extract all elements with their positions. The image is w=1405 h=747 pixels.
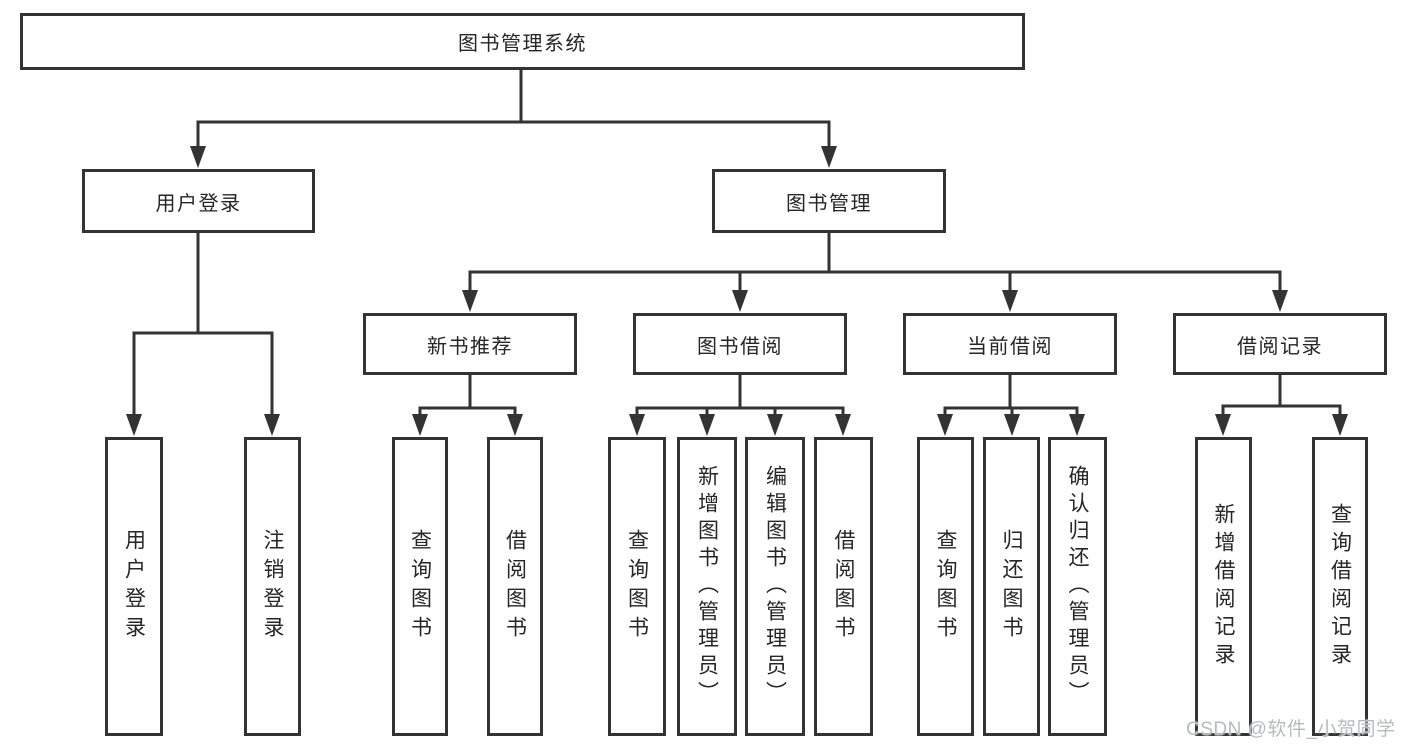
arrowhead-icon [767, 414, 783, 436]
arrowhead-icon [1332, 414, 1348, 436]
arrowhead-icon [821, 146, 837, 168]
node-leaf-current-confirm-admin: 确认归还（管理员） [1048, 437, 1107, 736]
arrowhead-icon [1002, 290, 1018, 312]
arrowhead-icon [699, 414, 715, 436]
arrowhead-icon [629, 414, 645, 436]
node-leaf-user-login: 用户登录 [105, 437, 163, 736]
arrowhead-icon [1004, 414, 1020, 436]
node-leaf-current-query: 查询图书 [917, 437, 974, 736]
node-leaf-borrow-add-admin: 新增图书（管理员） [677, 437, 737, 736]
node-book-management: 图书管理 [712, 169, 946, 233]
node-leaf-borrow-edit-admin: 编辑图书（管理员） [745, 437, 805, 736]
node-new-book-recommend: 新书推荐 [363, 313, 577, 375]
node-leaf-borrow-borrow: 借阅图书 [814, 437, 873, 736]
node-leaf-newbooks-borrow: 借阅图书 [487, 437, 543, 736]
node-current-borrow: 当前借阅 [903, 313, 1117, 375]
node-leaf-newbooks-query: 查询图书 [392, 437, 448, 736]
arrowhead-icon [1215, 414, 1231, 436]
arrowhead-icon [1069, 414, 1085, 436]
node-leaf-records-query: 查询借阅记录 [1312, 437, 1368, 736]
node-leaf-records-add: 新增借阅记录 [1195, 437, 1252, 736]
arrowhead-icon [835, 414, 851, 436]
node-leaf-logout: 注销登录 [244, 437, 301, 736]
arrowhead-icon [507, 414, 523, 436]
arrowhead-icon [264, 414, 280, 436]
arrowhead-icon [190, 146, 206, 168]
arrowhead-icon [732, 290, 748, 312]
arrowhead-icon [412, 414, 428, 436]
arrowhead-icon [1272, 290, 1288, 312]
node-root-system: 图书管理系统 [20, 13, 1025, 70]
node-borrow-records: 借阅记录 [1173, 313, 1387, 375]
arrowhead-icon [937, 414, 953, 436]
node-leaf-borrow-query: 查询图书 [608, 437, 666, 736]
arrowhead-icon [462, 290, 478, 312]
node-user-login: 用户登录 [82, 169, 315, 233]
watermark: CSDN @软件_小贺同学 [1186, 719, 1396, 740]
node-book-borrow: 图书借阅 [633, 313, 847, 375]
arrowhead-icon [126, 414, 142, 436]
node-leaf-current-return: 归还图书 [983, 437, 1040, 736]
